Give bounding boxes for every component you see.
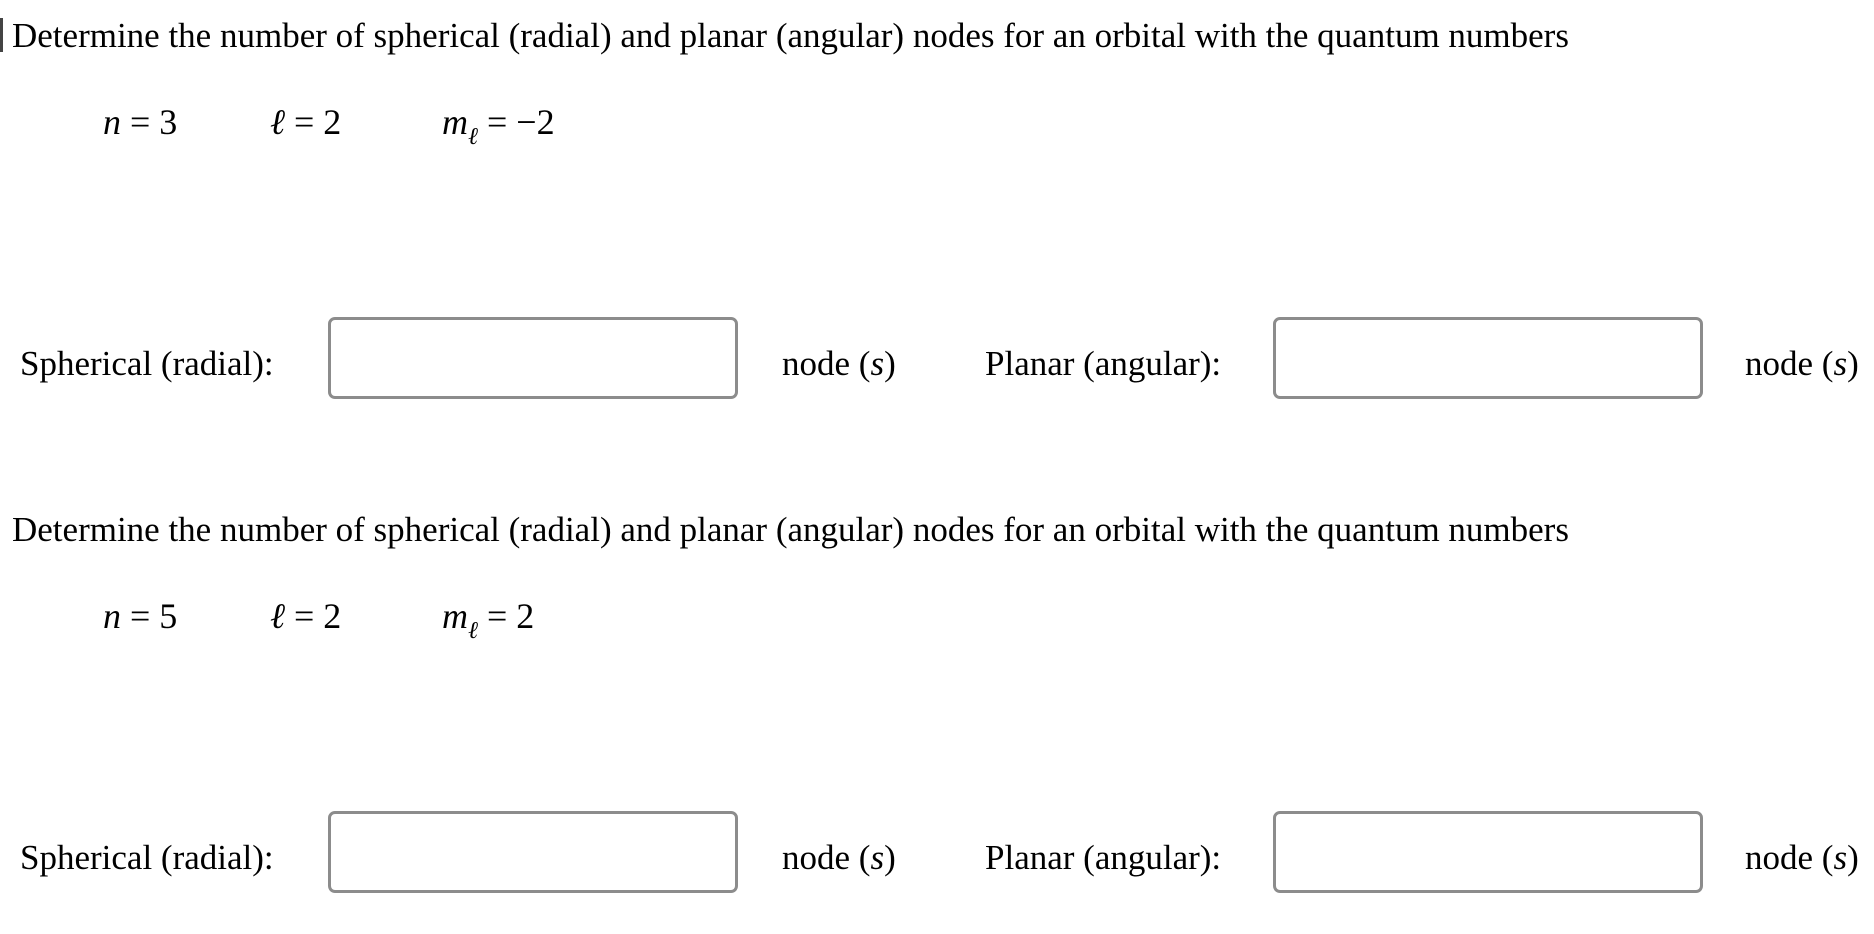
quantum-number-ml: mℓ = −2 [442,100,555,150]
ml-subscript: ℓ [468,618,478,644]
angular-label: Planar (angular): [985,344,1222,383]
unit-word: node [1745,838,1814,877]
unit-s: s [1833,838,1848,877]
unit-word: node [782,838,851,877]
quantum-number-l: ℓ = 2 [270,100,341,144]
n-value: = 5 [121,596,178,636]
n-symbol: n [103,596,121,636]
angular-label: Planar (angular): [985,838,1222,877]
l-symbol: ℓ [270,596,285,636]
quantum-number-l: ℓ = 2 [270,594,341,638]
ml-subscript: ℓ [468,124,478,150]
quantum-number-n: n = 3 [103,100,177,144]
l-symbol: ℓ [270,102,285,142]
angular-nodes-input[interactable] [1273,317,1703,399]
unit-close: ) [884,344,896,383]
unit-s: s [870,838,885,877]
l-value: = 2 [285,102,342,142]
angular-unit: node (s) [1745,836,1859,880]
unit-open: ( [850,344,871,383]
unit-s: s [870,344,885,383]
unit-word: node [1745,344,1814,383]
unit-open: ( [1813,838,1834,877]
angular-nodes-input[interactable] [1273,811,1703,893]
n-symbol: n [103,102,121,142]
unit-open: ( [1813,344,1834,383]
unit-open: ( [850,838,871,877]
angular-unit: node (s) [1745,342,1859,386]
question-marker [0,18,3,52]
l-value: = 2 [285,596,342,636]
radial-label: Spherical (radial): [20,838,274,877]
radial-unit: node (s) [782,836,896,880]
ml-value: = 2 [478,596,535,636]
unit-s: s [1833,344,1848,383]
question-prompt: Determine the number of spherical (radia… [12,510,1569,549]
radial-label: Spherical (radial): [20,344,274,383]
ml-symbol: m [442,102,468,142]
unit-close: ) [884,838,896,877]
radial-unit: node (s) [782,342,896,386]
unit-word: node [782,344,851,383]
radial-nodes-input[interactable] [328,811,738,893]
unit-close: ) [1847,344,1859,383]
question-prompt: Determine the number of spherical (radia… [12,16,1569,55]
unit-close: ) [1847,838,1859,877]
ml-value: = −2 [478,102,555,142]
ml-symbol: m [442,596,468,636]
radial-nodes-input[interactable] [328,317,738,399]
n-value: = 3 [121,102,178,142]
quantum-number-n: n = 5 [103,594,177,638]
quantum-number-ml: mℓ = 2 [442,594,535,644]
